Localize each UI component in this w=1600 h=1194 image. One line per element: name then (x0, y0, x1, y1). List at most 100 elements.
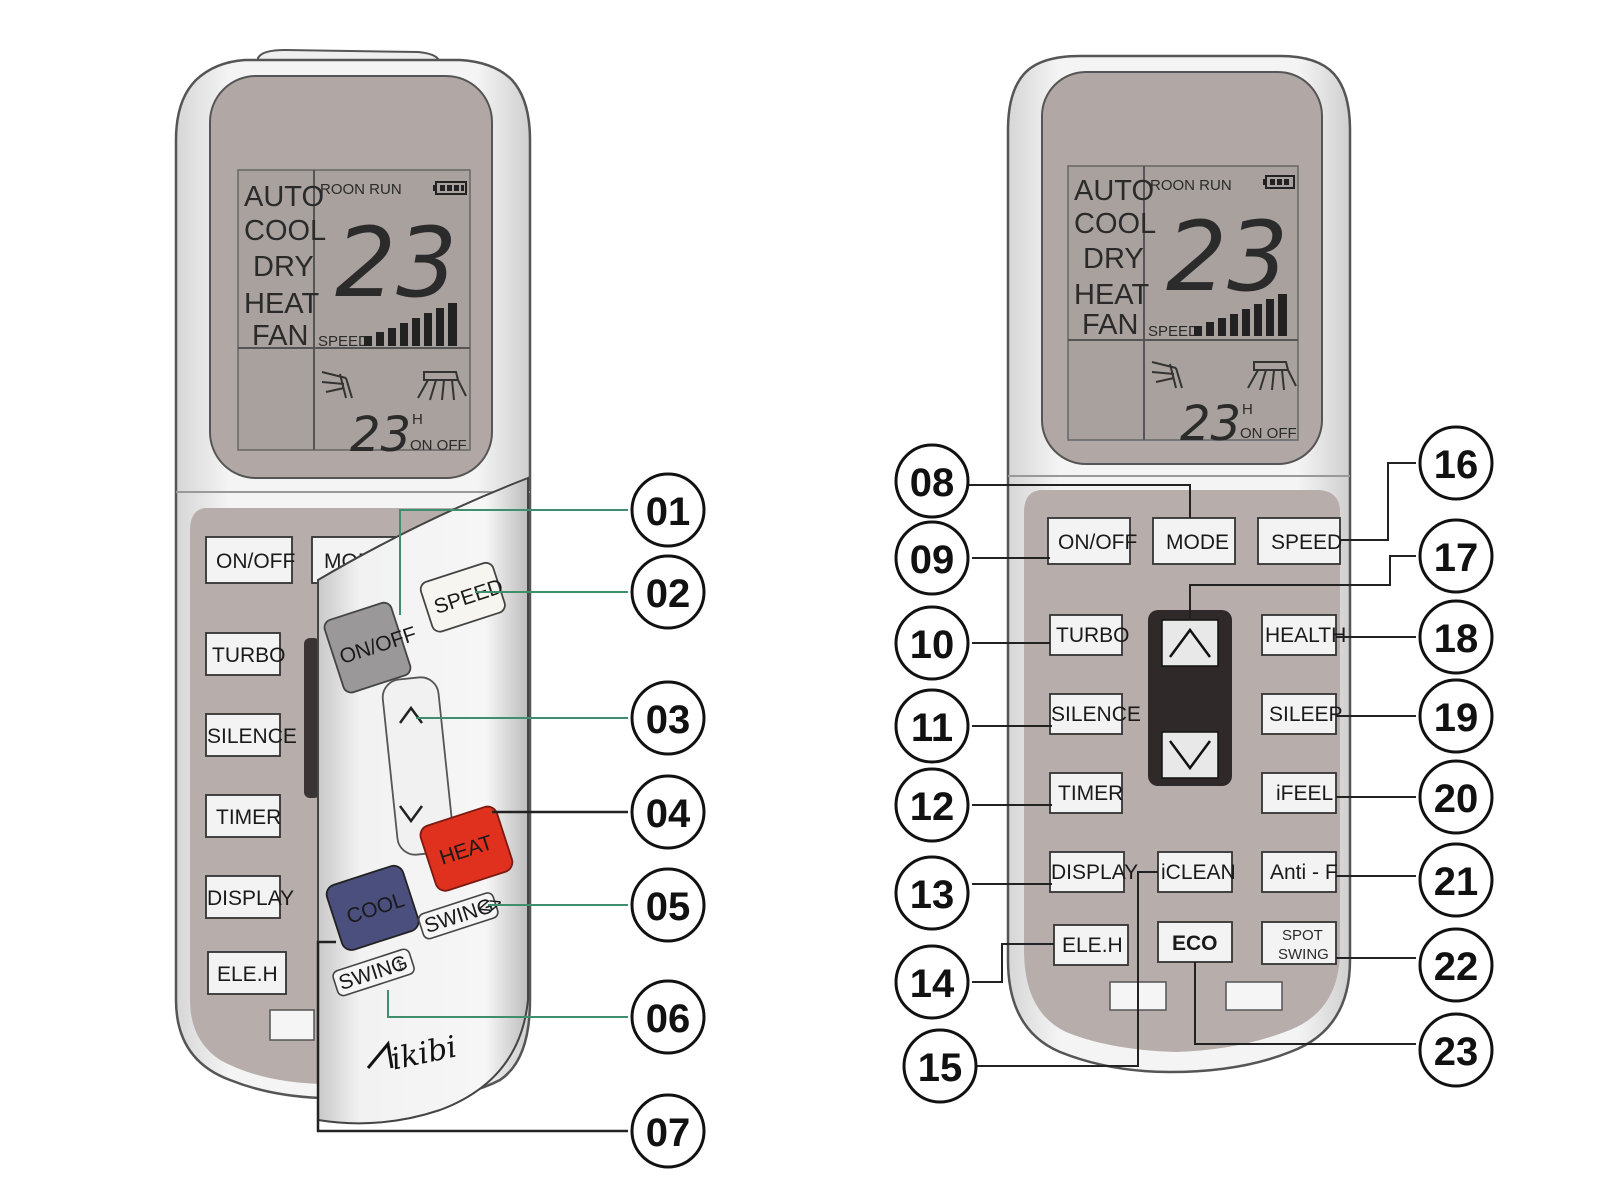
swing-vertical-icon-right (1151, 361, 1183, 389)
callout-06: 06 (630, 979, 706, 1055)
svg-text:07: 07 (646, 1111, 691, 1155)
svg-text:Anti - F: Anti - F (1270, 861, 1338, 884)
callouts: 01 02 03 04 05 06 07 08 09 10 11 12 13 1… (630, 425, 1494, 1169)
callout-21: 21 (1418, 842, 1494, 918)
callout-22: 22 (1418, 927, 1494, 1003)
svg-text:20: 20 (1434, 777, 1479, 821)
svg-text:SILENCE: SILENCE (1051, 703, 1141, 726)
svg-text:iFEEL: iFEEL (1276, 782, 1333, 805)
svg-text:22: 22 (1434, 945, 1479, 989)
lcd-speed-label-right: SPEED (1148, 323, 1199, 340)
display-button-left[interactable]: DISPLAY (205, 875, 294, 919)
antif-button-right[interactable]: Anti - F (1261, 851, 1338, 893)
lcd-room-run-right: ROON RUN (1150, 177, 1232, 194)
svg-text:iCLEAN: iCLEAN (1161, 861, 1236, 884)
swing-horizontal-icon-right (1247, 361, 1297, 391)
lcd-temperature: 23 (335, 207, 457, 319)
spot-swing-button-right[interactable]: SPOT SWING (1261, 921, 1337, 965)
svg-text:19: 19 (1434, 696, 1479, 740)
callout-01: 01 (630, 472, 706, 548)
callout-02: 02 (630, 554, 706, 630)
callout-15: 15 (902, 1028, 978, 1104)
svg-text:ECO: ECO (1172, 932, 1218, 955)
svg-text:TIMER: TIMER (1058, 782, 1123, 805)
svg-text:SPEED: SPEED (1271, 531, 1342, 554)
svg-text:ELE.H: ELE.H (1062, 934, 1123, 957)
temp-down-icon (1168, 740, 1212, 771)
speed-bars-icon-right (1194, 294, 1287, 336)
onoff-button-left[interactable]: ON/OFF (205, 536, 295, 584)
svg-text:02: 02 (646, 572, 691, 616)
onoff-button-cover[interactable]: ON/OFF (322, 596, 427, 695)
temp-down-icon[interactable] (398, 805, 424, 824)
silence-button-left[interactable]: SILENCE (205, 713, 297, 757)
timer-button-right[interactable]: TIMER (1049, 772, 1123, 814)
swing-vertical-icon (321, 371, 353, 399)
onoff-button-right[interactable]: ON/OFF (1047, 517, 1137, 565)
callout-19: 19 (1418, 678, 1494, 754)
temp-up-icon (1168, 627, 1212, 658)
svg-text:23: 23 (1434, 1030, 1479, 1074)
health-button-right[interactable]: HEALTH (1261, 614, 1346, 656)
swing-horizontal-icon (417, 371, 467, 401)
remote-left: AUTO COOL DRY HEAT FAN ROON RUN 23 SPEED… (174, 48, 532, 1125)
battery-icon-right (1263, 175, 1295, 189)
lcd-room-run: ROON RUN (320, 181, 402, 198)
svg-text:06: 06 (646, 997, 691, 1041)
temp-down-button-right[interactable] (1161, 731, 1219, 779)
turbo-button-right[interactable]: TURBO (1049, 614, 1130, 656)
turbo-button-left[interactable]: TURBO (205, 632, 286, 676)
lcd-temperature-right: 23 (1166, 201, 1288, 313)
svg-text:14: 14 (910, 962, 955, 1006)
lcd-timer-h-right: H (1242, 401, 1253, 418)
mode-button-right[interactable]: MODE (1152, 517, 1236, 565)
lcd-timer-on-off-right: ON OFF (1240, 425, 1297, 442)
temp-up-button-right[interactable] (1161, 619, 1219, 667)
callout-10: 10 (894, 605, 970, 681)
svg-text:09: 09 (910, 538, 955, 582)
lcd-mode-fan: FAN (252, 320, 308, 352)
svg-text:21: 21 (1434, 860, 1479, 904)
eco-button-right[interactable]: ECO (1157, 921, 1233, 963)
callout-03: 03 (630, 680, 706, 756)
lcd-mode-fan-right: FAN (1082, 309, 1138, 341)
cool-button-cover[interactable]: COOL (324, 863, 421, 952)
speed-button-cover[interactable]: SPEED (419, 560, 510, 634)
heat-button-cover[interactable]: HEAT (418, 804, 515, 893)
lcd-mode-dry-right: DRY (1083, 243, 1144, 275)
svg-text:13: 13 (910, 873, 955, 917)
lcd-mode-cool-right: COOL (1074, 208, 1156, 240)
svg-text:DISPLAY: DISPLAY (207, 887, 294, 910)
svg-text:SILENCE: SILENCE (207, 725, 297, 748)
speed-button-right[interactable]: SPEED (1257, 517, 1342, 565)
speed-bars-icon (364, 303, 457, 346)
svg-text:16: 16 (1434, 443, 1479, 487)
temp-updown-pad-right (1148, 610, 1232, 786)
svg-text:SILEEP: SILEEP (1269, 703, 1343, 726)
lcd-timer-value: 23 (350, 407, 411, 463)
svg-text:10: 10 (910, 623, 955, 667)
callout-04: 04 (630, 774, 706, 850)
leader-lines (316, 462, 1416, 1133)
lcd-mode-heat: HEAT (244, 288, 319, 320)
eleh-button-left[interactable]: ELE.H (207, 951, 287, 995)
svg-text:SWING: SWING (1278, 946, 1329, 963)
iclean-button-right[interactable]: iCLEAN (1157, 851, 1236, 893)
callout-23: 23 (1418, 1012, 1494, 1088)
eleh-button-right[interactable]: ELE.H (1053, 924, 1129, 966)
remote-right: AUTO COOL DRY HEAT FAN ROON RUN 23 SPEED… (1006, 54, 1352, 1074)
silence-button-right[interactable]: SILENCE (1049, 693, 1141, 735)
lcd-mode-heat-right: HEAT (1074, 279, 1149, 311)
timer-button-left[interactable]: TIMER (205, 794, 281, 838)
lcd-mode-auto-right: AUTO (1074, 175, 1154, 207)
callout-16: 16 (1418, 425, 1494, 501)
lcd-mode-dry: DRY (253, 251, 314, 283)
display-button-right[interactable]: DISPLAY (1049, 851, 1138, 893)
svg-text:08: 08 (910, 461, 955, 505)
lcd-timer-h: H (412, 411, 423, 428)
callout-05: 05 (630, 867, 706, 943)
ifeel-button-right[interactable]: iFEEL (1261, 772, 1337, 814)
sileep-button-right[interactable]: SILEEP (1261, 693, 1343, 735)
svg-text:SPOT: SPOT (1282, 927, 1323, 944)
